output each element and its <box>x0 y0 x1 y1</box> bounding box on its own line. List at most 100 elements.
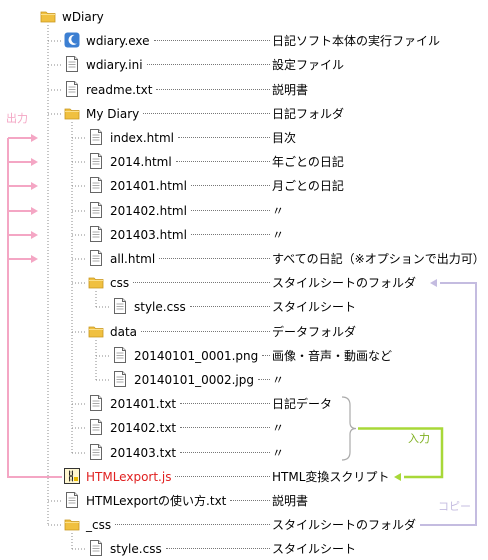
output-label: 出力 <box>6 112 28 125</box>
file-icon <box>112 371 128 387</box>
leader-dots <box>191 185 270 186</box>
file-name: 201402.txt <box>110 420 179 436</box>
leader-dots <box>147 64 270 65</box>
leader-dots <box>230 500 270 501</box>
output-arrowhead <box>31 231 38 239</box>
file-icon <box>64 81 80 97</box>
tree-row-css: css スタイルシートのフォルダ <box>0 274 488 292</box>
folder-icon <box>64 516 80 532</box>
file-name: 2014.html <box>110 154 174 170</box>
leader-dots <box>190 306 270 307</box>
file-description: 日記ソフト本体の実行ファイル <box>270 33 441 49</box>
tree-row-y2014: 2014.html 年ごとの日記 <box>0 153 488 171</box>
file-icon <box>88 395 104 411</box>
file-name: wdiary.exe <box>86 33 152 49</box>
file-name: readme.txt <box>86 82 155 98</box>
tree-row-exe: wdiary.exe 日記ソフト本体の実行ファイル <box>0 32 488 50</box>
file-description: 画像・音声・動画など <box>270 348 393 364</box>
file-description: 設定ファイル <box>270 57 345 73</box>
file-icon <box>88 177 104 193</box>
tree-row-root: wDiary <box>0 8 488 26</box>
file-description: 〃 <box>270 203 285 219</box>
leader-dots <box>178 137 270 138</box>
tree-row-js: HTMLexport.js HTML変換スクリプト <box>0 468 488 486</box>
file-name: css <box>110 275 132 291</box>
file-name: 201401.txt <box>110 396 179 412</box>
file-description: 日記データ <box>270 396 333 412</box>
file-description: 説明書 <box>270 493 309 509</box>
file-name: wDiary <box>62 9 106 25</box>
file-icon <box>88 540 104 556</box>
file-description: スタイルシートのフォルダ <box>270 275 417 291</box>
folder-icon <box>40 8 56 24</box>
file-description: 年ごとの日記 <box>270 154 344 170</box>
tree-row-all: all.html すべての日記（※オプションで出力可） <box>0 250 488 268</box>
file-icon <box>88 226 104 242</box>
leader-dots <box>262 355 270 356</box>
file-name: style.css <box>110 541 164 557</box>
leader-dots <box>159 258 270 259</box>
output-arrowhead <box>31 182 38 190</box>
file-name: all.html <box>110 251 158 267</box>
leader-dots <box>175 476 270 477</box>
tree-row-howto: HTMLexportの使い方.txt 説明書 <box>0 492 488 510</box>
output-arrowhead <box>31 255 38 263</box>
leader-dots <box>115 524 270 525</box>
output-arrowhead <box>31 207 38 215</box>
tree-row-m03: 201403.html 〃 <box>0 226 488 244</box>
output-arrowhead <box>31 158 38 166</box>
leader-dots <box>156 89 270 90</box>
file-name: index.html <box>110 130 176 146</box>
file-name: HTMLexportの使い方.txt <box>86 493 229 509</box>
input-arrowhead <box>394 473 401 481</box>
file-name: 201403.html <box>110 227 189 243</box>
file-name: 201401.html <box>110 178 189 194</box>
file-name: style.css <box>134 299 188 315</box>
tree-row-stylecss: style.css スタイルシート <box>0 298 488 316</box>
file-description: 〃 <box>270 445 285 461</box>
tree-row-readme: readme.txt 説明書 <box>0 81 488 99</box>
file-name: 20140101_0001.png <box>134 348 261 364</box>
tree-row-png: 20140101_0001.png 画像・音声・動画など <box>0 347 488 365</box>
file-description: 説明書 <box>270 82 309 98</box>
file-icon <box>64 56 80 72</box>
file-icon <box>88 129 104 145</box>
file-icon <box>88 419 104 435</box>
leader-dots <box>133 282 270 283</box>
file-description: 目次 <box>270 130 297 146</box>
file-description: スタイルシート <box>270 299 357 315</box>
script-icon <box>64 468 80 484</box>
input-label: 入力 <box>408 432 430 445</box>
file-description: HTML変換スクリプト <box>270 469 390 485</box>
file-name: 201402.html <box>110 203 189 219</box>
file-name: wdiary.ini <box>86 57 145 73</box>
app-icon <box>64 32 80 48</box>
leader-dots <box>258 379 270 380</box>
copy-arrowhead <box>430 279 437 287</box>
folder-icon <box>88 323 104 339</box>
file-name: _css <box>86 517 114 533</box>
file-description: 〃 <box>270 227 285 243</box>
tree-row-t02: 201402.txt〃 <box>0 419 488 437</box>
tree-row-index: index.html 目次 <box>0 129 488 147</box>
file-name: HTMLexport.js <box>86 469 174 485</box>
curly-brace <box>341 396 357 461</box>
file-icon <box>88 444 104 460</box>
leader-dots <box>143 113 270 114</box>
output-arrowhead <box>31 134 38 142</box>
leader-dots <box>141 331 270 332</box>
tree-row-m01: 201401.html 月ごとの日記 <box>0 177 488 195</box>
file-icon <box>112 347 128 363</box>
folder-icon <box>88 274 104 290</box>
tree-row-t01: 201401.txt 日記データ <box>0 395 488 413</box>
file-description: 月ごとの日記 <box>270 178 344 194</box>
leader-dots <box>154 40 270 41</box>
file-description: 〃 <box>270 372 285 388</box>
file-description: すべての日記（※オプションで出力可） <box>270 251 485 267</box>
copy-label: コピー <box>438 500 471 513</box>
file-description: 日記フォルダ <box>270 106 345 122</box>
